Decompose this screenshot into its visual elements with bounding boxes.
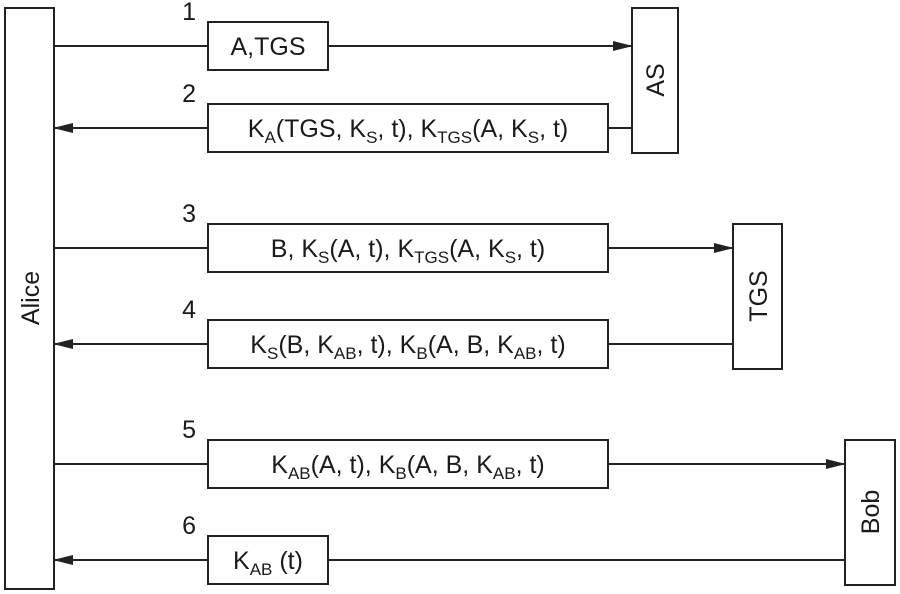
text-segment: , t) <box>516 235 545 263</box>
text-segment: , t), <box>357 331 400 359</box>
text-segment: K <box>476 451 493 479</box>
text-segment: B, <box>271 235 302 263</box>
subscript: S <box>505 248 516 267</box>
text-segment: , t) <box>537 331 566 359</box>
actor-bob-label: Bob <box>857 490 885 534</box>
subscript: AB <box>514 344 537 363</box>
subscript: TGS <box>414 248 449 267</box>
message-label: KAB(A, t), KB(A, B, KAB, t) <box>271 451 544 483</box>
message-box <box>207 103 609 153</box>
message-3: 3B, KS(A, t), KTGS(A, KS, t) <box>54 200 734 273</box>
text-segment: K <box>250 331 267 359</box>
message-2: 2KA(TGS, KS, t), KTGS(A, KS, t) <box>53 80 632 153</box>
text-segment: (t) <box>272 547 303 575</box>
text-segment: (A, B, <box>428 331 497 359</box>
text-segment: K <box>379 451 396 479</box>
text-segment: , t), <box>377 115 420 143</box>
text-segment: K <box>511 115 528 143</box>
subscript: S <box>267 344 278 363</box>
text-segment: K <box>488 235 505 263</box>
actor-tgs-label: TGS <box>745 270 773 321</box>
actor-alice: Alice <box>4 7 55 590</box>
text-segment: K <box>400 331 417 359</box>
actor-as: AS <box>631 7 679 154</box>
message-label: KAB (t) <box>233 547 303 579</box>
message-number: 6 <box>182 512 196 540</box>
subscript: S <box>366 128 377 147</box>
message-number: 3 <box>182 200 196 228</box>
message-box <box>207 439 609 489</box>
subscript: AB <box>493 464 516 483</box>
subscript: B <box>416 344 427 363</box>
message-4: 4KS(B, KAB, t), KB(A, B, KAB, t) <box>53 296 733 369</box>
message-box <box>207 21 329 71</box>
subscript: AB <box>334 344 357 363</box>
text-segment: (A, t), <box>329 235 397 263</box>
text-segment: K <box>233 547 250 575</box>
text-segment: K <box>301 235 318 263</box>
text-segment: K <box>349 115 366 143</box>
actor-alice-label: Alice <box>17 271 45 325</box>
subscript: A <box>264 128 276 147</box>
text-segment: K <box>497 331 514 359</box>
text-segment: (B, <box>278 331 317 359</box>
subscript: S <box>318 248 329 267</box>
text-segment: K <box>317 331 334 359</box>
message-number: 1 <box>182 0 196 26</box>
text-segment: , t) <box>539 115 568 143</box>
actor-bob: Bob <box>844 439 896 586</box>
actor-as-label: AS <box>642 63 670 96</box>
actor-tgs: TGS <box>732 223 783 370</box>
message-box <box>207 223 609 273</box>
message-label: KA(TGS, KS, t), KTGS(A, KS, t) <box>248 115 568 147</box>
text-segment: (A, <box>449 235 488 263</box>
text-segment: K <box>397 235 414 263</box>
message-label: KS(B, KAB, t), KB(A, B, KAB, t) <box>250 331 565 363</box>
text-segment: K <box>248 115 265 143</box>
text-segment: K <box>420 115 437 143</box>
subscript: AB <box>250 560 273 579</box>
text-segment: (TGS, <box>276 115 350 143</box>
subscript: AB <box>288 464 311 483</box>
message-box <box>207 319 609 369</box>
subscript: TGS <box>437 128 472 147</box>
message-label: B, KS(A, t), KTGS(A, KS, t) <box>271 235 545 267</box>
text-segment: (A, B, <box>407 451 476 479</box>
text-segment: K <box>271 451 288 479</box>
message-box <box>207 535 329 585</box>
message-1: 1A,TGS <box>54 0 633 71</box>
text-segment: (A, t), <box>311 451 379 479</box>
message-label: A,TGS <box>230 33 305 61</box>
subscript: S <box>528 128 539 147</box>
subscript: B <box>395 464 406 483</box>
text-segment: A,TGS <box>230 33 305 61</box>
text-segment: , t) <box>516 451 545 479</box>
message-number: 2 <box>182 80 196 108</box>
text-segment: (A, <box>472 115 511 143</box>
message-number: 4 <box>182 296 196 324</box>
message-number: 5 <box>182 416 196 444</box>
